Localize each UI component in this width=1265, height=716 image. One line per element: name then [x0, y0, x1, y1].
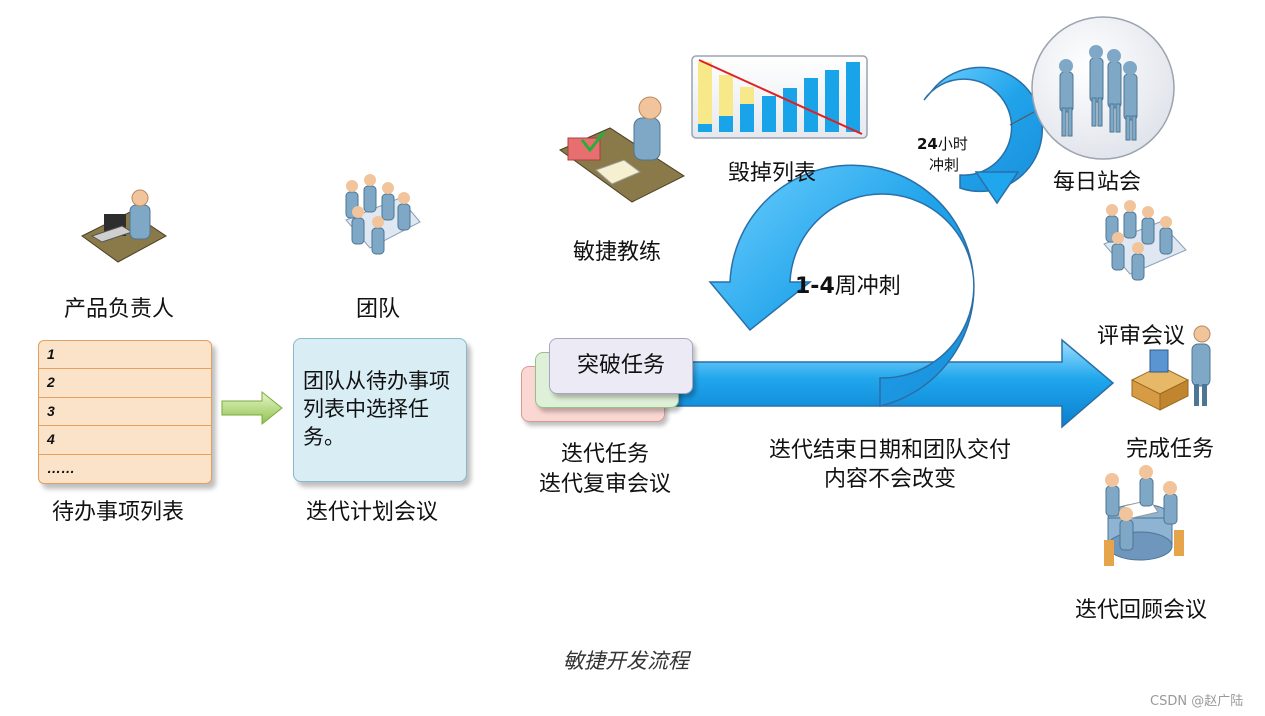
planning-box-text: 团队从待办事项列表中选择任务。: [303, 369, 450, 449]
figure-caption: 敏捷开发流程: [563, 649, 689, 673]
planning-box: 团队从待办事项列表中选择任务。: [293, 338, 467, 482]
daily-cycle-label-2: 冲刺: [929, 156, 960, 174]
burndown-chart-icon: [691, 55, 868, 139]
iteration-review-label: 迭代复审会议: [538, 472, 671, 497]
sprint-cycle-bold: 1-4: [795, 274, 835, 299]
watermark: CSDN @赵广陆: [1150, 694, 1244, 709]
product-owner-icon: [81, 189, 167, 263]
backlog-row: 4: [39, 426, 211, 455]
task-card-front: 突破任务: [549, 338, 693, 394]
sprint-cycle-arrow-icon: [708, 164, 975, 407]
sprint-cycle-unit: 周冲刺: [834, 274, 901, 299]
backlog-row: ……: [47, 459, 75, 476]
standup-people-icon: [1009, 16, 1175, 160]
task-card-text: 突破任务: [576, 353, 665, 378]
backlog-row: 2: [39, 369, 211, 398]
note-line-1: 迭代结束日期和团队交付: [768, 438, 1011, 463]
backlog-label: 待办事项列表: [52, 500, 185, 525]
backlog-list: 1 2 3 4 ……: [38, 340, 212, 484]
agile-coach-label: 敏捷教练: [573, 240, 662, 265]
agile-coach-icon: [558, 96, 686, 203]
burndown-label: 毁掉列表: [728, 161, 817, 186]
iteration-tasks-label: 迭代任务: [560, 442, 649, 467]
team-meeting-icon: [345, 174, 421, 255]
backlog-row: 3: [39, 398, 211, 427]
daily-standup-label: 每日站会: [1053, 170, 1142, 195]
backlog-row: 1: [39, 341, 211, 370]
sprint-cycle-label: 1-4周冲刺: [795, 268, 901, 300]
review-meeting-icon: [1103, 200, 1187, 281]
team-label: 团队: [356, 297, 401, 322]
delivery-box-icon: [1130, 325, 1211, 411]
daily-cycle-bold: 24: [917, 135, 938, 153]
review-meeting-label: 评审会议: [1097, 324, 1186, 349]
done-tasks-label: 完成任务: [1126, 437, 1215, 462]
product-owner-label: 产品负责人: [64, 297, 175, 322]
daily-cycle-unit: 小时: [937, 135, 968, 153]
daily-cycle-arrow-icon: [923, 66, 1043, 205]
daily-cycle-label: 24小时: [917, 133, 968, 154]
flow-arrow-icon: [221, 390, 283, 426]
planning-label: 迭代计划会议: [306, 500, 439, 525]
retrospective-label: 迭代回顾会议: [1075, 598, 1208, 623]
retrospective-icon: [1104, 465, 1184, 566]
note-line-2: 内容不会改变: [823, 467, 956, 492]
